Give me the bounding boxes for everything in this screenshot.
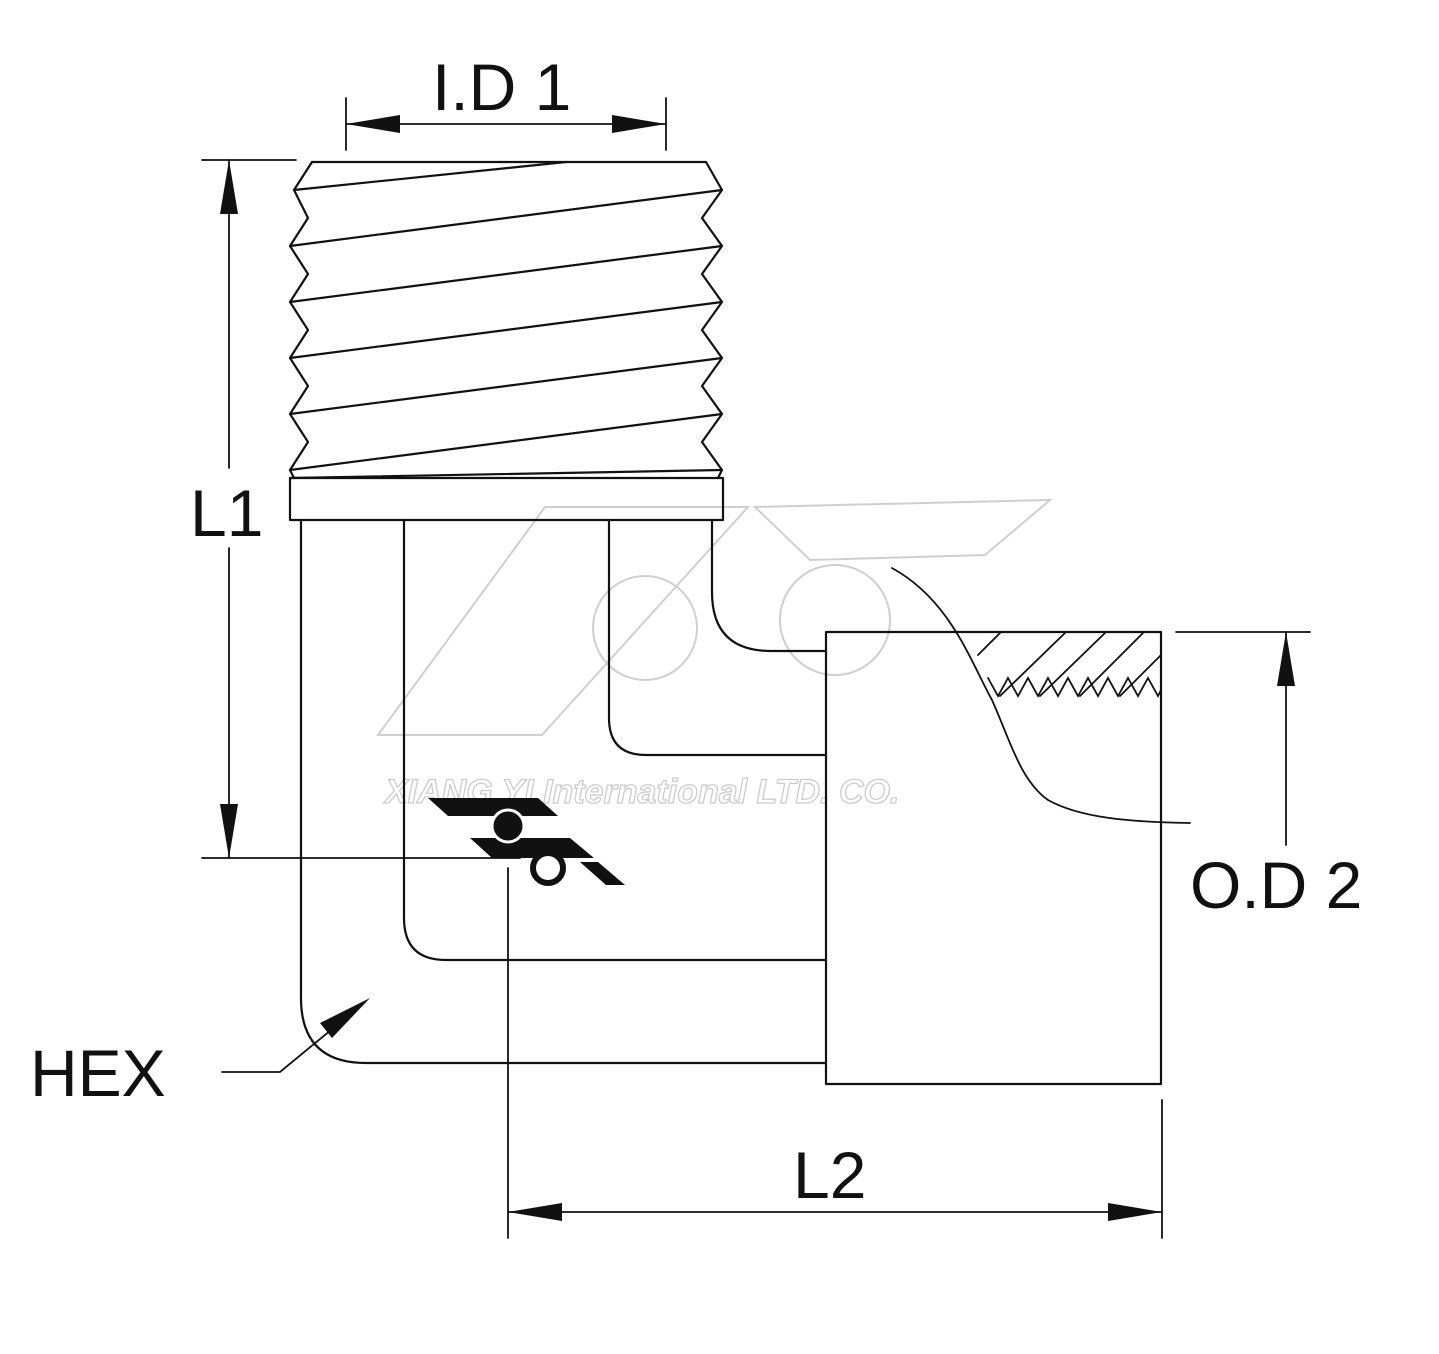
company-logo-icon <box>428 798 625 886</box>
watermark-logo-ring-right <box>779 564 891 676</box>
od2-label: O.D 2 <box>1190 848 1362 922</box>
leader-hex: HEX <box>30 998 370 1110</box>
thread-helix-6 <box>288 412 724 472</box>
logo-bar-top <box>428 798 558 816</box>
break-line <box>891 567 1191 824</box>
watermark-logo-ring-left <box>592 575 698 681</box>
watermark: XIANG YI International LTD. CO. <box>376 498 1053 812</box>
section-hatch-5 <box>1119 654 1162 697</box>
hex-label: HEX <box>30 1036 166 1110</box>
female-thread-section <box>891 567 1191 824</box>
thread-profile-left <box>288 160 314 480</box>
section-hatch-1 <box>977 632 1001 656</box>
body-inner-corner <box>710 518 828 653</box>
watermark-logo-wing <box>752 498 1053 562</box>
od2-arrow-top <box>1277 632 1295 686</box>
dimension-l1: L1 <box>190 159 521 859</box>
id1-arrow-right <box>612 115 666 133</box>
thread-helix-7 <box>288 468 724 480</box>
thread-helix-2 <box>288 188 724 248</box>
logo-dot-ring <box>530 850 566 886</box>
thread-helix-5 <box>288 356 724 416</box>
thread-profile-right <box>700 160 724 480</box>
female-socket-body <box>824 630 1163 1086</box>
l1-label: L1 <box>190 476 263 550</box>
l1-arrow-top <box>220 160 238 214</box>
l1-arrow-bottom <box>220 804 238 858</box>
section-hatch-4 <box>1079 632 1144 697</box>
id1-label: I.D 1 <box>432 50 571 124</box>
l2-label: L2 <box>793 1138 866 1212</box>
body-bore-contour <box>607 518 828 757</box>
male-thread <box>288 160 725 522</box>
section-hatch-2 <box>999 632 1066 697</box>
dimension-l2: L2 <box>507 867 1163 1239</box>
logo-dot-solid <box>490 808 526 844</box>
body-outer-contour <box>299 518 828 1065</box>
thread-helix-3 <box>288 244 724 304</box>
l2-arrow-left <box>508 1203 562 1221</box>
thread-helix-1 <box>292 160 568 192</box>
watermark-logo-stripe <box>376 506 751 736</box>
l2-arrow-right <box>1108 1203 1162 1221</box>
thread-collar <box>288 476 725 522</box>
thread-helix-4 <box>288 300 724 360</box>
logo-bar-right <box>580 862 625 885</box>
dimension-id1: I.D 1 <box>345 50 667 151</box>
body-hex-flat-contour <box>402 518 828 962</box>
elbow-body <box>299 518 1163 1086</box>
female-thread-teeth <box>987 676 1162 698</box>
dimension-od2: O.D 2 <box>1175 631 1362 922</box>
logo-bar-middle <box>470 838 594 858</box>
id1-arrow-left <box>346 115 400 133</box>
hex-leader-arrow <box>320 998 370 1038</box>
section-hatch-3 <box>1039 632 1106 697</box>
